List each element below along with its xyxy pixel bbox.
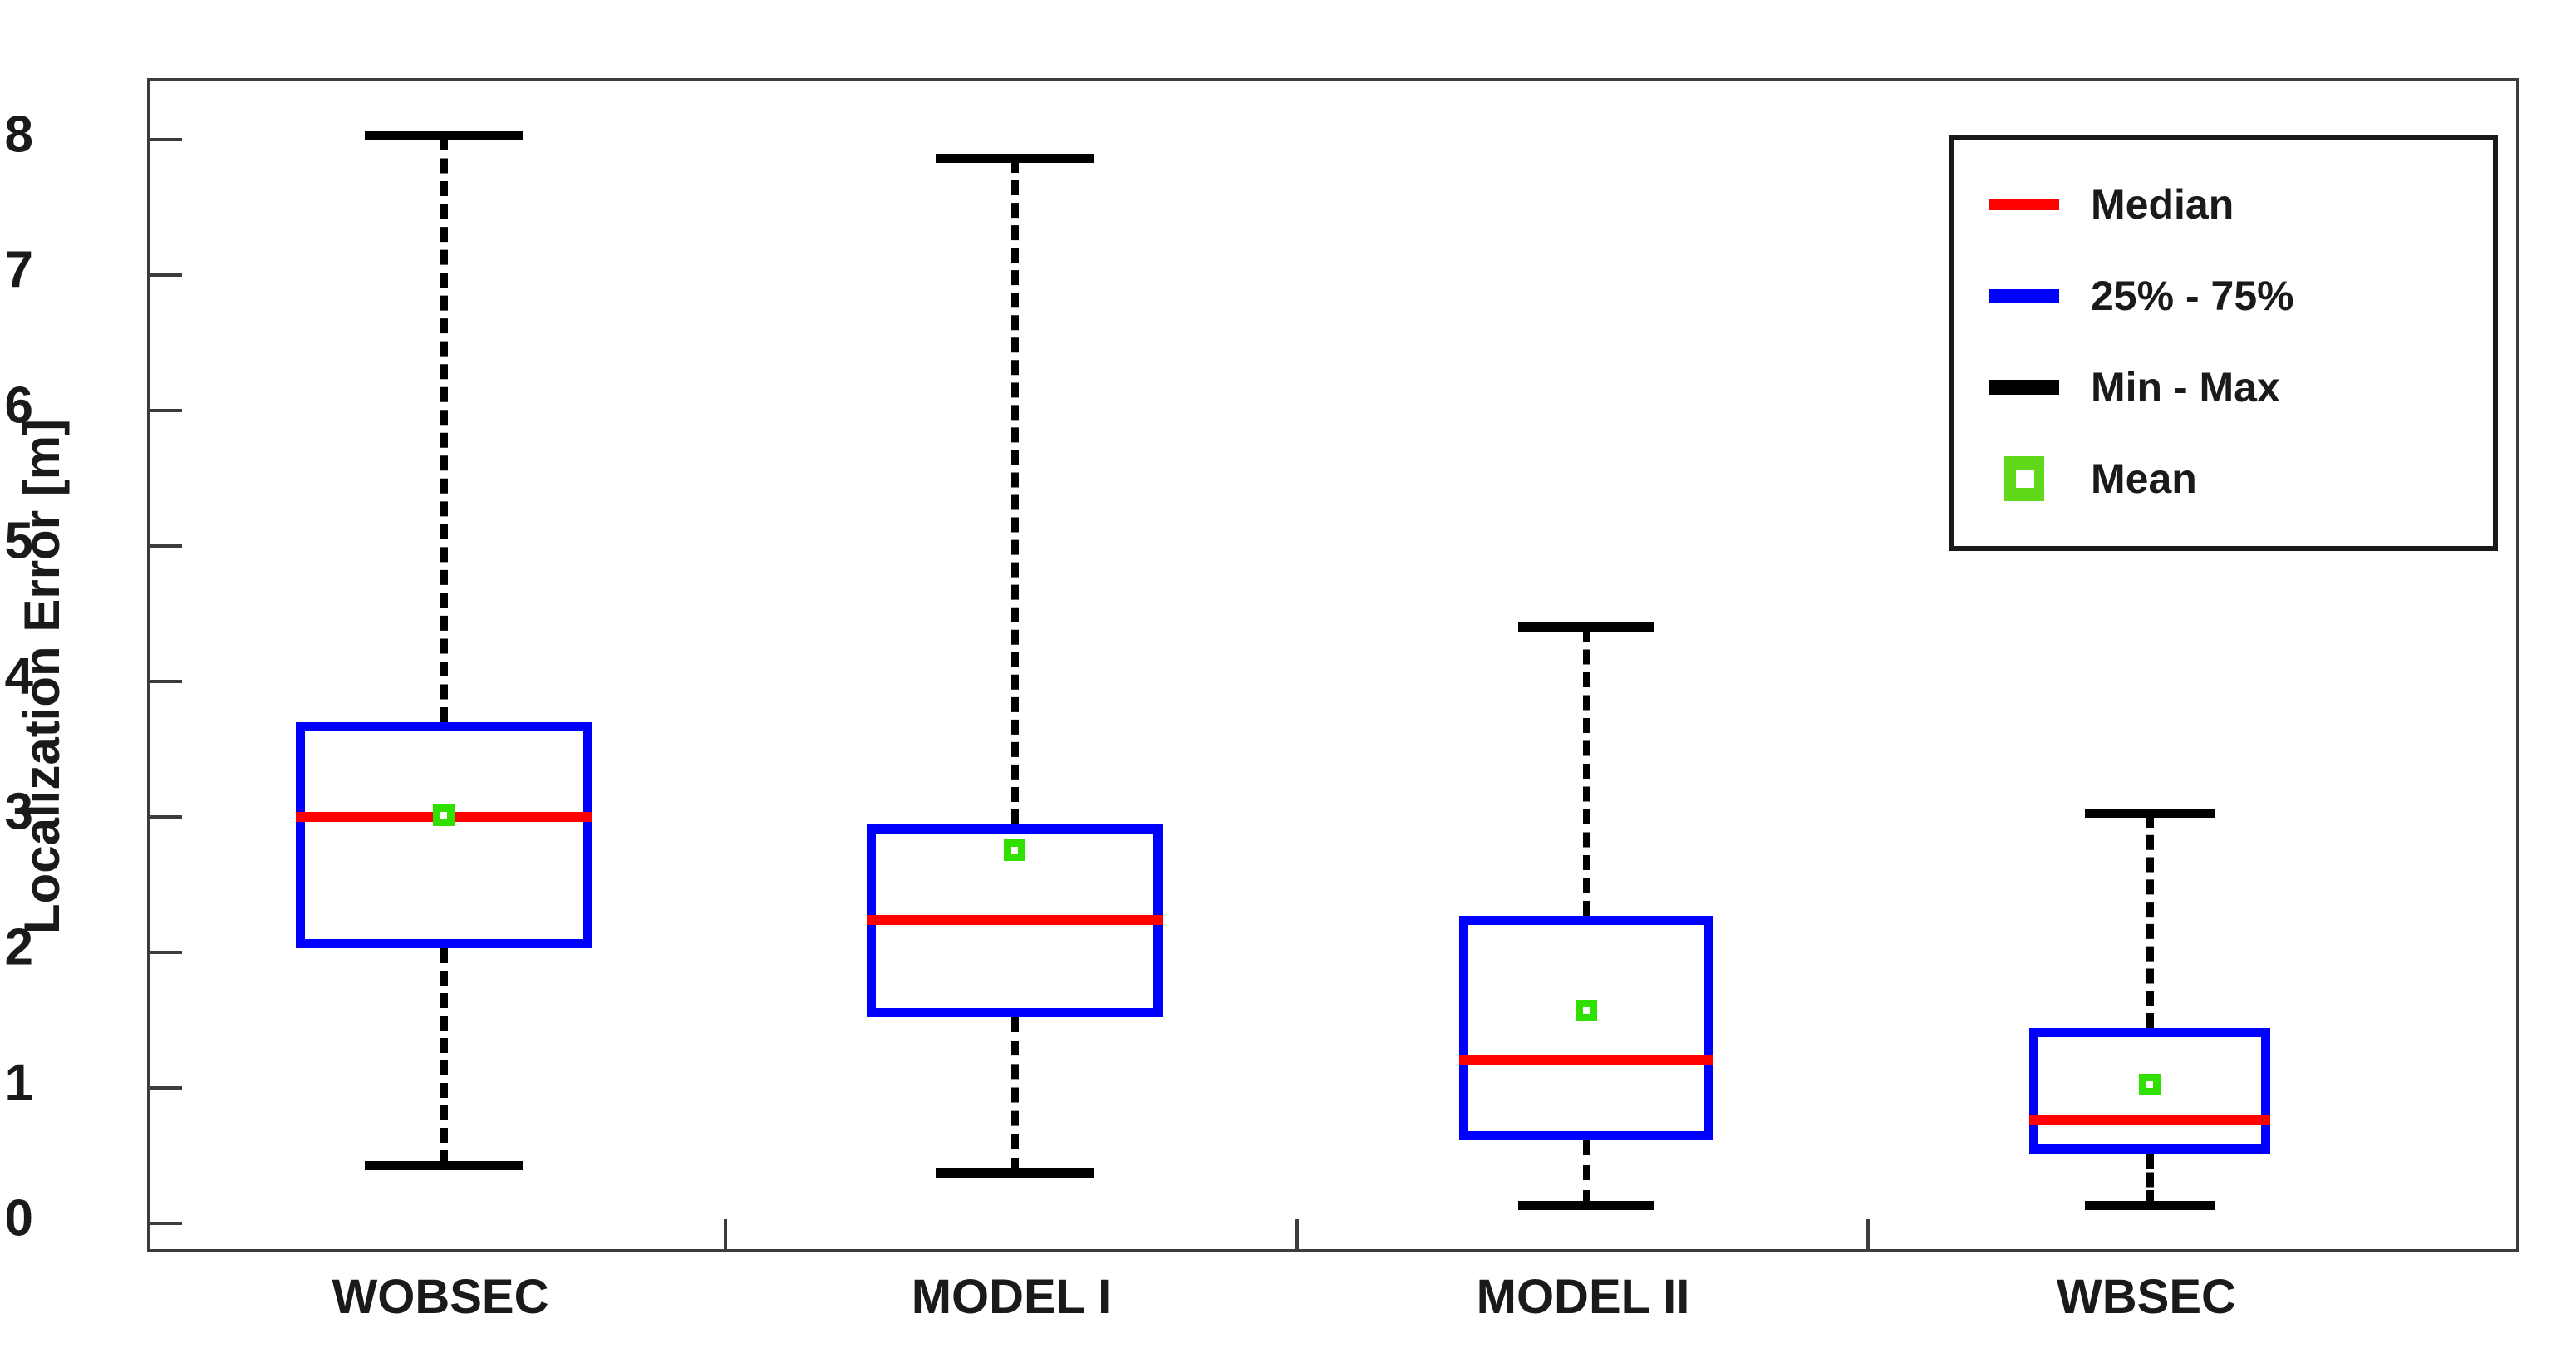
upper-whisker bbox=[1583, 627, 1590, 916]
box-plot-wbsec bbox=[150, 81, 2516, 1249]
legend-line-swatch-icon bbox=[1989, 380, 2059, 395]
legend-swatch-line bbox=[1988, 289, 2061, 303]
min-cap bbox=[936, 1168, 1094, 1178]
y-tick-mark bbox=[150, 544, 182, 548]
mean-marker bbox=[433, 804, 455, 826]
min-cap bbox=[1518, 1201, 1654, 1211]
iqr-box bbox=[1459, 915, 1713, 1141]
lower-whisker bbox=[440, 947, 448, 1165]
y-tick-mark bbox=[150, 138, 182, 141]
legend-label: 25% - 75% bbox=[2091, 273, 2294, 319]
max-cap bbox=[936, 154, 1094, 164]
y-tick-mark bbox=[150, 815, 182, 819]
legend-swatch-line bbox=[1988, 199, 2061, 210]
box-plot-model-ii bbox=[150, 81, 2516, 1249]
upper-whisker bbox=[2146, 812, 2154, 1028]
upper-whisker bbox=[440, 135, 448, 722]
median-line bbox=[1459, 1055, 1713, 1066]
legend-label: Min - Max bbox=[2091, 364, 2280, 411]
max-cap bbox=[2085, 808, 2215, 818]
legend-square-marker-icon bbox=[2004, 456, 2044, 501]
legend-item: Min - Max bbox=[1954, 342, 2493, 433]
y-tick-mark bbox=[150, 273, 182, 277]
median-line bbox=[867, 914, 1163, 925]
legend-swatch-marker bbox=[1988, 456, 2061, 501]
y-tick-label: 0 bbox=[4, 1189, 33, 1247]
y-tick-mark bbox=[150, 951, 182, 954]
lower-whisker bbox=[2146, 1154, 2154, 1206]
y-tick-label: 3 bbox=[4, 783, 33, 841]
x-tick-mark bbox=[724, 1219, 727, 1249]
x-tick-mark bbox=[1295, 1219, 1299, 1249]
y-tick-mark bbox=[150, 680, 182, 683]
mean-marker bbox=[1576, 999, 1597, 1021]
box-plot-wobsec bbox=[150, 81, 2516, 1249]
y-tick-label: 7 bbox=[4, 241, 33, 299]
x-category-label-model-ii: MODEL II bbox=[1476, 1270, 1690, 1324]
legend-item: Median bbox=[1954, 159, 2493, 250]
lower-whisker bbox=[1583, 1140, 1590, 1206]
y-tick-label: 4 bbox=[4, 647, 33, 706]
upper-whisker bbox=[1011, 158, 1019, 825]
legend-line-swatch-icon bbox=[1989, 289, 2059, 303]
x-category-label-wobsec: WOBSEC bbox=[332, 1270, 549, 1324]
median-line bbox=[2029, 1114, 2270, 1125]
max-cap bbox=[365, 130, 523, 140]
y-tick-mark bbox=[150, 409, 182, 412]
y-tick-mark bbox=[150, 1086, 182, 1090]
lower-whisker bbox=[1011, 1016, 1019, 1173]
legend-swatch-line bbox=[1988, 380, 2061, 395]
legend-item: Mean bbox=[1954, 433, 2493, 524]
mean-marker bbox=[1004, 839, 1025, 862]
y-tick-label: 5 bbox=[4, 512, 33, 570]
legend-line-swatch-icon bbox=[1989, 199, 2059, 210]
legend-label: Median bbox=[2091, 181, 2234, 228]
y-tick-label: 8 bbox=[4, 106, 33, 164]
mean-marker bbox=[2139, 1074, 2161, 1096]
legend-item: 25% - 75% bbox=[1954, 250, 2493, 342]
y-tick-label: 6 bbox=[4, 376, 33, 435]
box-plot-model-i bbox=[150, 81, 2516, 1249]
x-category-label-model-i: MODEL I bbox=[911, 1270, 1112, 1324]
y-tick-mark bbox=[150, 1222, 182, 1225]
y-tick-label: 2 bbox=[4, 918, 33, 977]
y-tick-label: 1 bbox=[4, 1054, 33, 1112]
x-tick-mark bbox=[1866, 1219, 1870, 1249]
legend-label: Mean bbox=[2091, 455, 2197, 502]
max-cap bbox=[1518, 622, 1654, 632]
min-cap bbox=[2085, 1201, 2215, 1211]
x-category-label-wbsec: WBSEC bbox=[2057, 1270, 2236, 1324]
min-cap bbox=[365, 1160, 523, 1170]
iqr-box bbox=[296, 721, 592, 948]
iqr-box bbox=[2029, 1027, 2270, 1154]
